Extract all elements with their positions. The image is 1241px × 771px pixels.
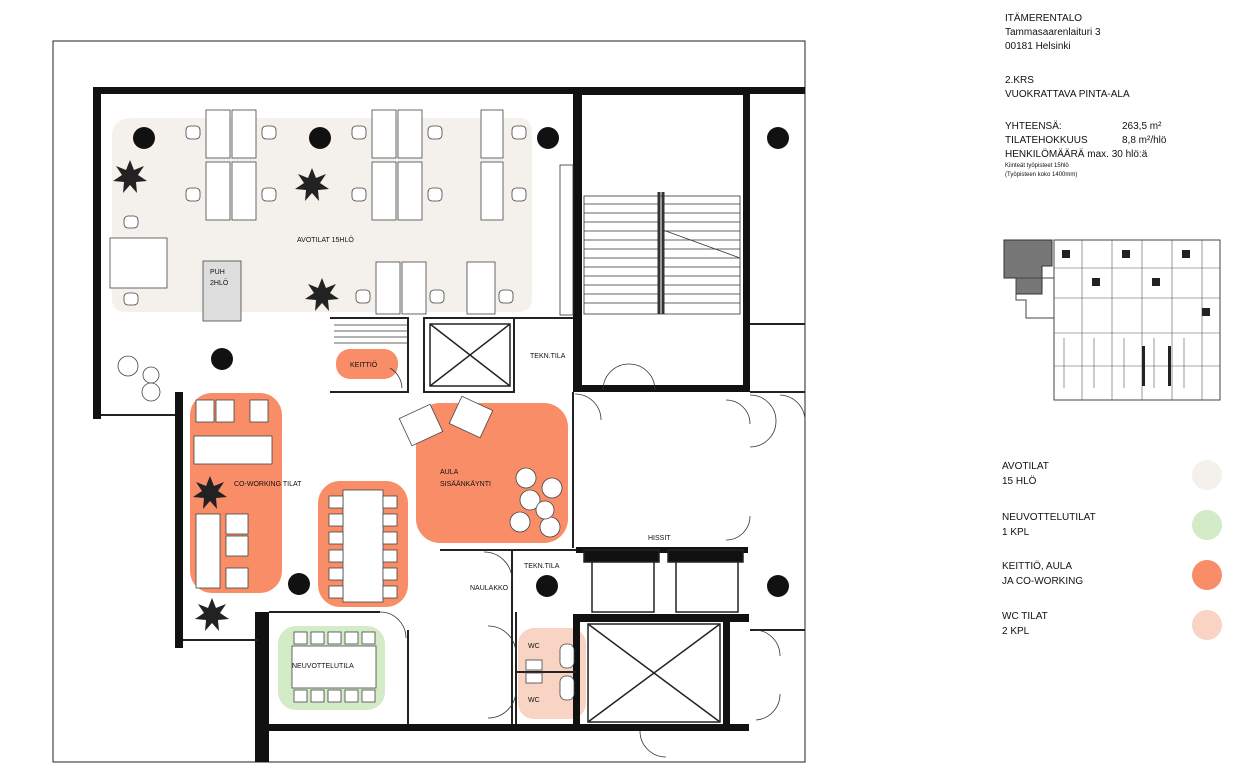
stat-efficiency: TILATEHOKKUUS 8,8 m²/hlö	[1005, 134, 1235, 148]
label-open-office: AVOTILAT 15HLÖ	[297, 236, 354, 244]
stat-efficiency-value: 8,8 m²/hlö	[1122, 135, 1167, 146]
floor-plan: AVOTILAT 15HLÖ PUH 2HLÖ KEITTIÖ TEKN.TIL…	[52, 40, 806, 763]
stat-persons: HENKILÖMÄÄRÄ max. 30 hlö:ä	[1005, 149, 1148, 160]
chairs	[117, 125, 575, 703]
exterior-walls	[93, 87, 805, 762]
legend-swatch	[1192, 510, 1222, 540]
legend-sublabel: JA CO-WORKING	[1002, 576, 1084, 587]
floor-subtitle: VUOKRATTAVA PINTA-ALA	[1005, 89, 1130, 100]
legend-sublabel: 2 KPL	[1002, 626, 1030, 637]
legend-item-open-office: AVOTILAT 15 HLÖ	[1002, 459, 1222, 490]
doors	[379, 363, 806, 758]
stat-total-value: 263,5 m²	[1122, 121, 1162, 132]
stat-note-1: Kiinteät työpisteet 15hlö	[1005, 163, 1069, 169]
label-meeting-room: NEUVOTTELUTILA	[292, 663, 354, 670]
interior-walls	[101, 317, 805, 724]
stat-total-label: YHTEENSÄ:	[1005, 121, 1062, 132]
label-kitchen: KEITTIÖ	[350, 361, 378, 369]
label-wc-1: WC	[528, 643, 540, 650]
legend-sublabel: 15 HLÖ	[1002, 476, 1037, 487]
elevator-shafts	[429, 323, 744, 723]
plant-icons	[113, 160, 339, 631]
zone-kitchen	[336, 349, 398, 379]
legend-swatch	[1192, 460, 1222, 490]
legend-item-kitchen-lobby: KEITTIÖ, AULA JA CO-WORKING	[1002, 559, 1222, 590]
staircase	[334, 164, 741, 344]
building-city: 00181 Helsinki	[1005, 41, 1071, 52]
label-tech-room-2: TEKN.TILA	[524, 563, 560, 570]
legend-item-wc: WC TILAT 2 KPL	[1002, 609, 1222, 640]
stat-total: YHTEENSÄ: 263,5 m²	[1005, 120, 1235, 134]
info-panel: ITÄMERENTALO Tammasaarenlaituri 3 00181 …	[1005, 12, 1235, 180]
structural-columns	[133, 127, 789, 597]
stat-note-2: (Työpisteen koko 1400mm)	[1005, 172, 1078, 178]
label-elevators: HISSIT	[648, 535, 671, 542]
legend-label: AVOTILAT	[1002, 461, 1049, 472]
legend-label: KEITTIÖ, AULA	[1002, 561, 1073, 572]
plan-frame	[52, 40, 806, 763]
building-street: Tammasaarenlaituri 3	[1005, 27, 1101, 38]
label-cloakroom: NAULAKKO	[470, 585, 509, 592]
building-name: ITÄMERENTALO	[1005, 13, 1083, 24]
desk-group	[109, 109, 504, 322]
label-tech-room-1: TEKN.TILA	[530, 353, 566, 360]
label-wc-2: WC	[528, 697, 540, 704]
label-phone-booth: PUH	[210, 269, 225, 276]
label-phone-booth-capacity: 2HLÖ	[210, 279, 229, 287]
legend-label: WC TILAT	[1002, 611, 1048, 622]
floor-level: 2.KRS	[1005, 75, 1034, 86]
legend-sublabel: 1 KPL	[1002, 527, 1030, 538]
legend-swatch	[1192, 610, 1222, 640]
key-plan-thumbnail	[1003, 239, 1221, 401]
label-lobby: AULA	[440, 469, 459, 476]
legend-swatch	[1192, 560, 1222, 590]
label-coworking: CO-WORKING TILAT	[234, 481, 302, 488]
stat-efficiency-label: TILATEHOKKUUS	[1005, 135, 1088, 146]
legend-label: NEUVOTTELUTILAT	[1002, 512, 1096, 523]
label-entrance: SISÄÄNKÄYNTI	[440, 480, 491, 488]
legend-item-meeting: NEUVOTTELUTILAT 1 KPL	[1002, 510, 1222, 540]
